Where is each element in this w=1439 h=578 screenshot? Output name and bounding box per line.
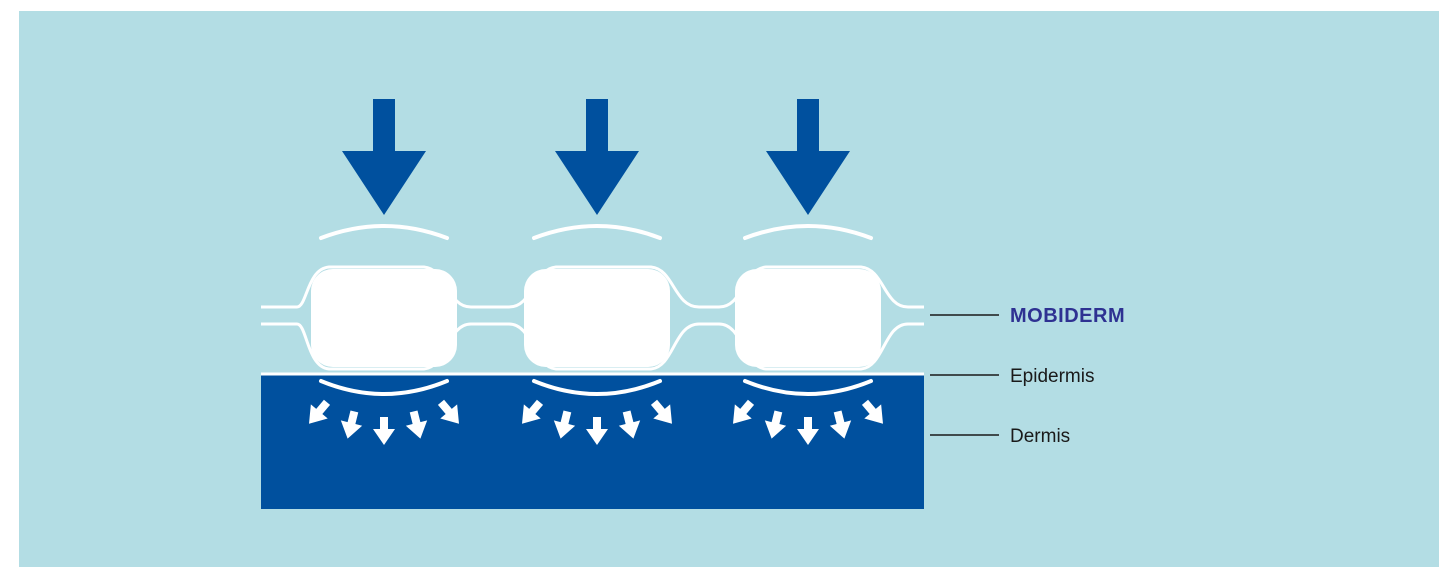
diagram-panel: MOBIDERM Epidermis Dermis — [19, 11, 1439, 567]
epidermis-label: Epidermis — [1010, 366, 1094, 387]
mobiderm-cell-1 — [311, 269, 457, 367]
dermis-label: Dermis — [1010, 426, 1070, 447]
mobiderm-cell-3 — [735, 269, 881, 367]
mobiderm-cell-2 — [524, 269, 670, 367]
mobiderm-diagram: MOBIDERM Epidermis Dermis — [19, 11, 1439, 567]
mobiderm-cells — [301, 99, 892, 445]
mobiderm-label: MOBIDERM — [1010, 305, 1125, 327]
